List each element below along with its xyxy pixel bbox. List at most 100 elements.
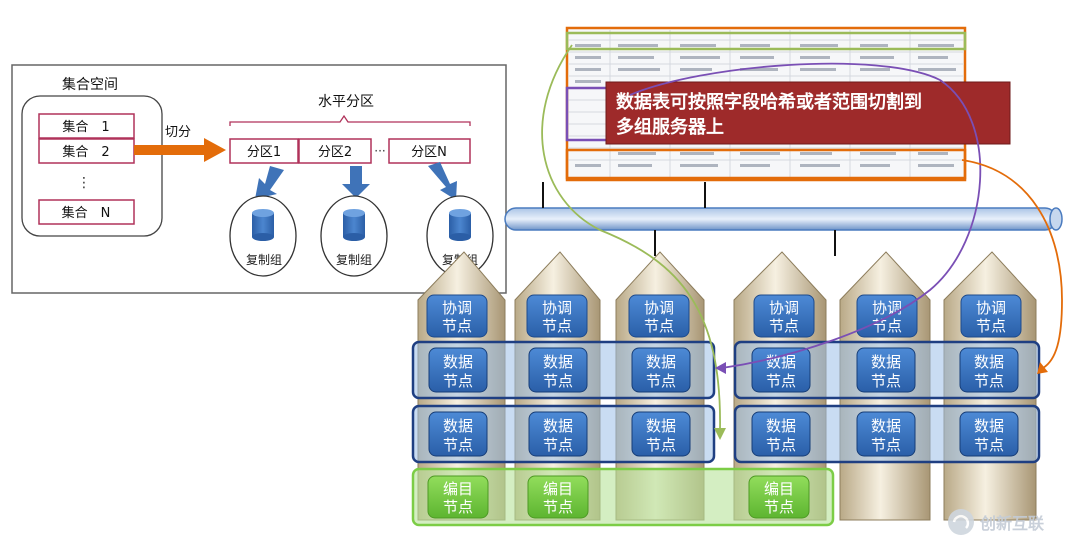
coord-node-5: 协调 节点 — [856, 294, 918, 338]
catalog-node-3: 编目 节点 — [748, 475, 810, 519]
orange-routing-curve — [961, 159, 1063, 369]
purple-routing-curve — [629, 62, 982, 369]
coord-node-6-line1: 协调 — [976, 299, 1006, 317]
coord-node-4-line1: 协调 — [769, 299, 799, 317]
coord-node-2-line1: 协调 — [542, 299, 572, 317]
orange-highlight-row — [565, 148, 967, 180]
green-routing-arrowhead — [714, 428, 726, 440]
data-nodes-row1: 数据 节点 数据 节点 数据 节点 数据 节点 数据 节点 数据 节点 — [428, 347, 1019, 393]
data-node-r2-5-line1: 数据 — [871, 417, 901, 435]
data-node-r2-4-line1: 数据 — [766, 417, 796, 435]
partition-n-label: 分区N — [411, 145, 447, 160]
watermark: 创新互联 — [948, 509, 1044, 535]
data-node-r2-5-line2: 节点 — [871, 436, 901, 454]
data-node-r2-4-line2: 节点 — [766, 436, 796, 454]
data-node-r2-2: 数据 节点 — [528, 411, 588, 457]
catalog-node-1-line1: 编目 — [443, 480, 473, 498]
replica-arrow-n — [428, 162, 457, 200]
partition-2-label: 分区2 — [318, 145, 352, 160]
coord-node-5-line2: 节点 — [872, 317, 902, 335]
data-node-r1-4-line2: 节点 — [766, 372, 796, 390]
data-node-r2-3-line2: 节点 — [646, 436, 676, 454]
data-node-r1-4: 数据 节点 — [751, 347, 811, 393]
coord-node-3-line1: 协调 — [644, 299, 674, 317]
data-node-r2-2-line1: 数据 — [543, 417, 573, 435]
routing-curves — [541, 44, 1063, 440]
coord-node-5-line1: 协调 — [872, 299, 902, 317]
partition-panel: 集合空间 集合 1 集合 2 ⋮ 集合 N 切分 水平分区 分区1 分区2 ··… — [11, 64, 507, 294]
data-node-r1-1: 数据 节点 — [428, 347, 488, 393]
partition-brace — [229, 114, 471, 126]
watermark-text: 创新互联 — [979, 514, 1044, 533]
catalog-node-1-line2: 节点 — [443, 498, 473, 516]
replica-arrow-2 — [342, 166, 370, 198]
callout-line-2: 多组服务器上 — [616, 116, 724, 138]
catalog-node-2: 编目 节点 — [527, 475, 589, 519]
collection-2-box — [38, 138, 135, 164]
split-arrow — [134, 138, 226, 162]
partition-1-label: 分区1 — [247, 145, 281, 160]
data-node-r1-5: 数据 节点 — [856, 347, 916, 393]
data-node-r2-2-line2: 节点 — [543, 436, 573, 454]
catalog-nodes: 编目 节点 编目 节点 编目 节点 — [427, 475, 810, 519]
replica-group-2-label: 复制组 — [336, 253, 372, 267]
collection-2-label: 集合 2 — [62, 144, 109, 160]
partition-2-box — [298, 138, 372, 164]
data-node-r2-6: 数据 节点 — [959, 411, 1019, 457]
data-node-r2-5: 数据 节点 — [856, 411, 916, 457]
data-node-r1-2: 数据 节点 — [528, 347, 588, 393]
coord-node-3-line2: 节点 — [644, 317, 674, 335]
split-label: 切分 — [165, 125, 191, 140]
coord-node-6-line2: 节点 — [976, 317, 1006, 335]
purple-routing-arrowhead — [715, 362, 726, 374]
network-bus — [504, 182, 1063, 256]
coord-node-1-line1: 协调 — [442, 299, 472, 317]
catalog-node-1: 编目 节点 — [427, 475, 489, 519]
data-node-r1-1-line1: 数据 — [443, 353, 473, 371]
replica-arrow-1 — [255, 166, 284, 199]
coord-node-2: 协调 节点 — [526, 294, 588, 338]
catalog-node-2-line1: 编目 — [543, 480, 573, 498]
catalog-node-3-line2: 节点 — [764, 498, 794, 516]
data-node-r2-6-line1: 数据 — [974, 417, 1004, 435]
data-node-r1-3: 数据 节点 — [631, 347, 691, 393]
catalog-node-3-line1: 编目 — [764, 480, 794, 498]
data-node-r2-4: 数据 节点 — [751, 411, 811, 457]
callout-box — [605, 81, 1011, 145]
data-node-r2-3-line1: 数据 — [646, 417, 676, 435]
data-node-r1-5-line1: 数据 — [871, 353, 901, 371]
data-node-r1-3-line2: 节点 — [646, 372, 676, 390]
partition-n-box — [388, 138, 471, 164]
collection-1-box — [38, 113, 135, 139]
horizontal-partition-label: 水平分区 — [318, 94, 374, 110]
coord-node-1: 协调 节点 — [426, 294, 488, 338]
partition-ellipsis: ··· — [374, 144, 385, 158]
orange-routing-arrowhead — [1037, 362, 1048, 374]
data-node-r2-1: 数据 节点 — [428, 411, 488, 457]
data-node-r1-1-line2: 节点 — [443, 372, 473, 390]
bus-end-cap — [1049, 207, 1063, 231]
replica-2-cylinder — [343, 209, 365, 241]
data-table-screenshot: 数据表可按照字段哈希或者范围切割到 多组服务器上 — [565, 26, 1011, 182]
data-node-r2-1-line2: 节点 — [443, 436, 473, 454]
watermark-logo-icon — [948, 509, 974, 535]
data-node-r1-3-line1: 数据 — [646, 353, 676, 371]
data-node-r2-6-line2: 节点 — [974, 436, 1004, 454]
replica-1-cylinder — [252, 209, 274, 241]
collection-1-label: 集合 1 — [62, 119, 109, 135]
replica-group-1-label: 复制组 — [246, 253, 282, 267]
data-node-r1-2-line1: 数据 — [543, 353, 573, 371]
replica-n-cylinder — [449, 209, 471, 241]
coord-nodes: 协调 节点 协调 节点 协调 节点 协调 节点 协调 节点 协调 节点 — [426, 294, 1022, 338]
catalog-node-2-line2: 节点 — [543, 498, 573, 516]
data-nodes-row2: 数据 节点 数据 节点 数据 节点 数据 节点 数据 节点 数据 节点 — [428, 411, 1019, 457]
catalog-group — [411, 467, 835, 527]
data-node-r2-1-line1: 数据 — [443, 417, 473, 435]
collection-space-label: 集合空间 — [62, 76, 118, 93]
green-highlight-row — [565, 31, 967, 51]
data-node-r1-6-line1: 数据 — [974, 353, 1004, 371]
collection-n-box — [38, 199, 135, 225]
data-node-r1-6: 数据 节点 — [959, 347, 1019, 393]
data-node-r1-5-line2: 节点 — [871, 372, 901, 390]
